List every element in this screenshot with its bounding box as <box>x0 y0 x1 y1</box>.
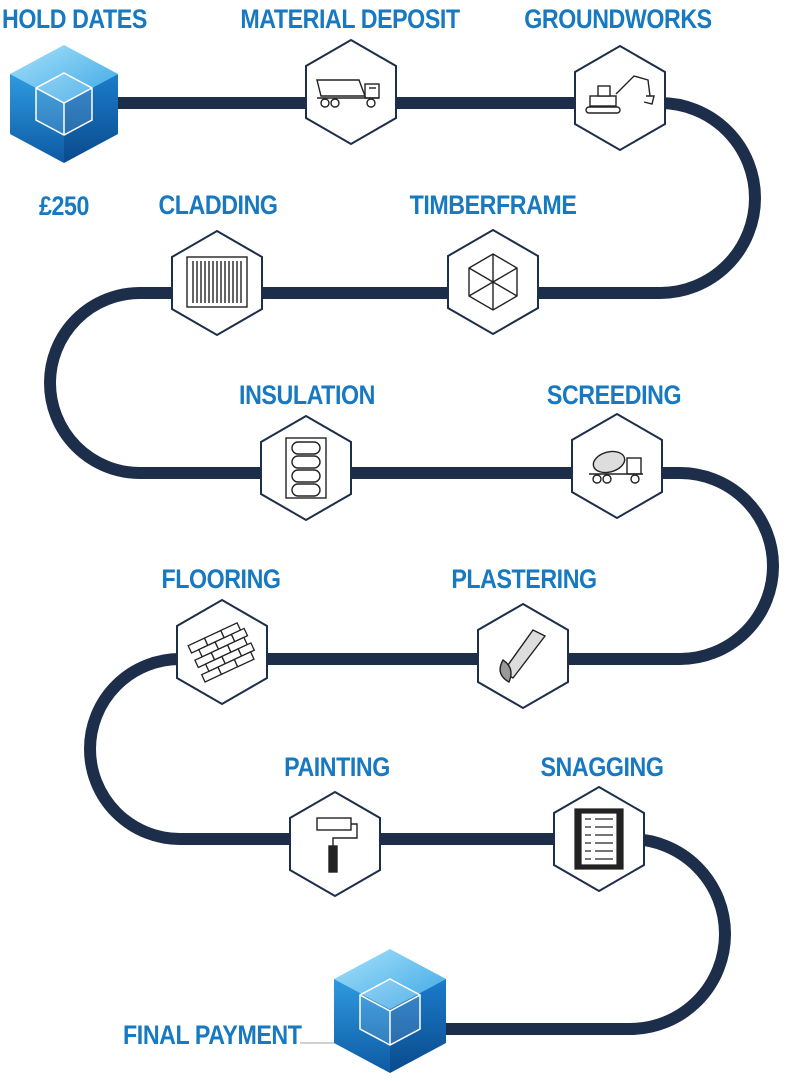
step-label-material-deposit: MATERIAL DEPOSIT <box>240 4 460 34</box>
step-node-screeding <box>571 412 663 520</box>
start-title: HOLD DATES <box>2 4 147 34</box>
step-label-timberframe: TIMBERFRAME <box>409 190 577 220</box>
start-cube-icon <box>10 45 118 163</box>
step-label-painting: PAINTING <box>284 752 390 782</box>
excavator-icon <box>585 75 655 114</box>
insulation-icon <box>285 437 327 499</box>
cladding-icon <box>186 256 248 308</box>
step-node-plastering <box>477 602 569 710</box>
step-label-insulation: INSULATION <box>239 380 375 410</box>
step-label-flooring: FLOORING <box>161 564 281 594</box>
step-node-insulation <box>260 414 352 522</box>
step-node-painting <box>289 790 381 898</box>
step-label-groundworks: GROUNDWORKS <box>524 4 712 34</box>
checklist-icon <box>574 808 624 870</box>
step-node-groundworks <box>574 44 666 152</box>
step-node-snagging <box>553 785 645 893</box>
bricks-icon <box>187 622 256 683</box>
step-node-timberframe <box>447 228 539 336</box>
start-amount: £250 <box>39 191 89 221</box>
step-node-material-deposit <box>305 38 397 146</box>
end-title: FINAL PAYMENT <box>123 1020 303 1050</box>
cement-mixer-icon <box>589 450 643 484</box>
step-node-flooring <box>176 598 268 706</box>
timberframe-icon <box>468 253 518 311</box>
step-node-cladding <box>171 229 263 337</box>
step-label-cladding: CLADDING <box>158 190 278 220</box>
trowel-icon <box>499 629 547 683</box>
dump-truck-icon <box>316 79 380 108</box>
end-cube-icon <box>334 949 446 1073</box>
step-label-snagging: SNAGGING <box>540 752 664 782</box>
step-label-screeding: SCREEDING <box>546 380 682 410</box>
paint-roller-icon <box>316 817 358 873</box>
route-path <box>44 97 779 1035</box>
step-label-plastering: PLASTERING <box>451 564 597 594</box>
